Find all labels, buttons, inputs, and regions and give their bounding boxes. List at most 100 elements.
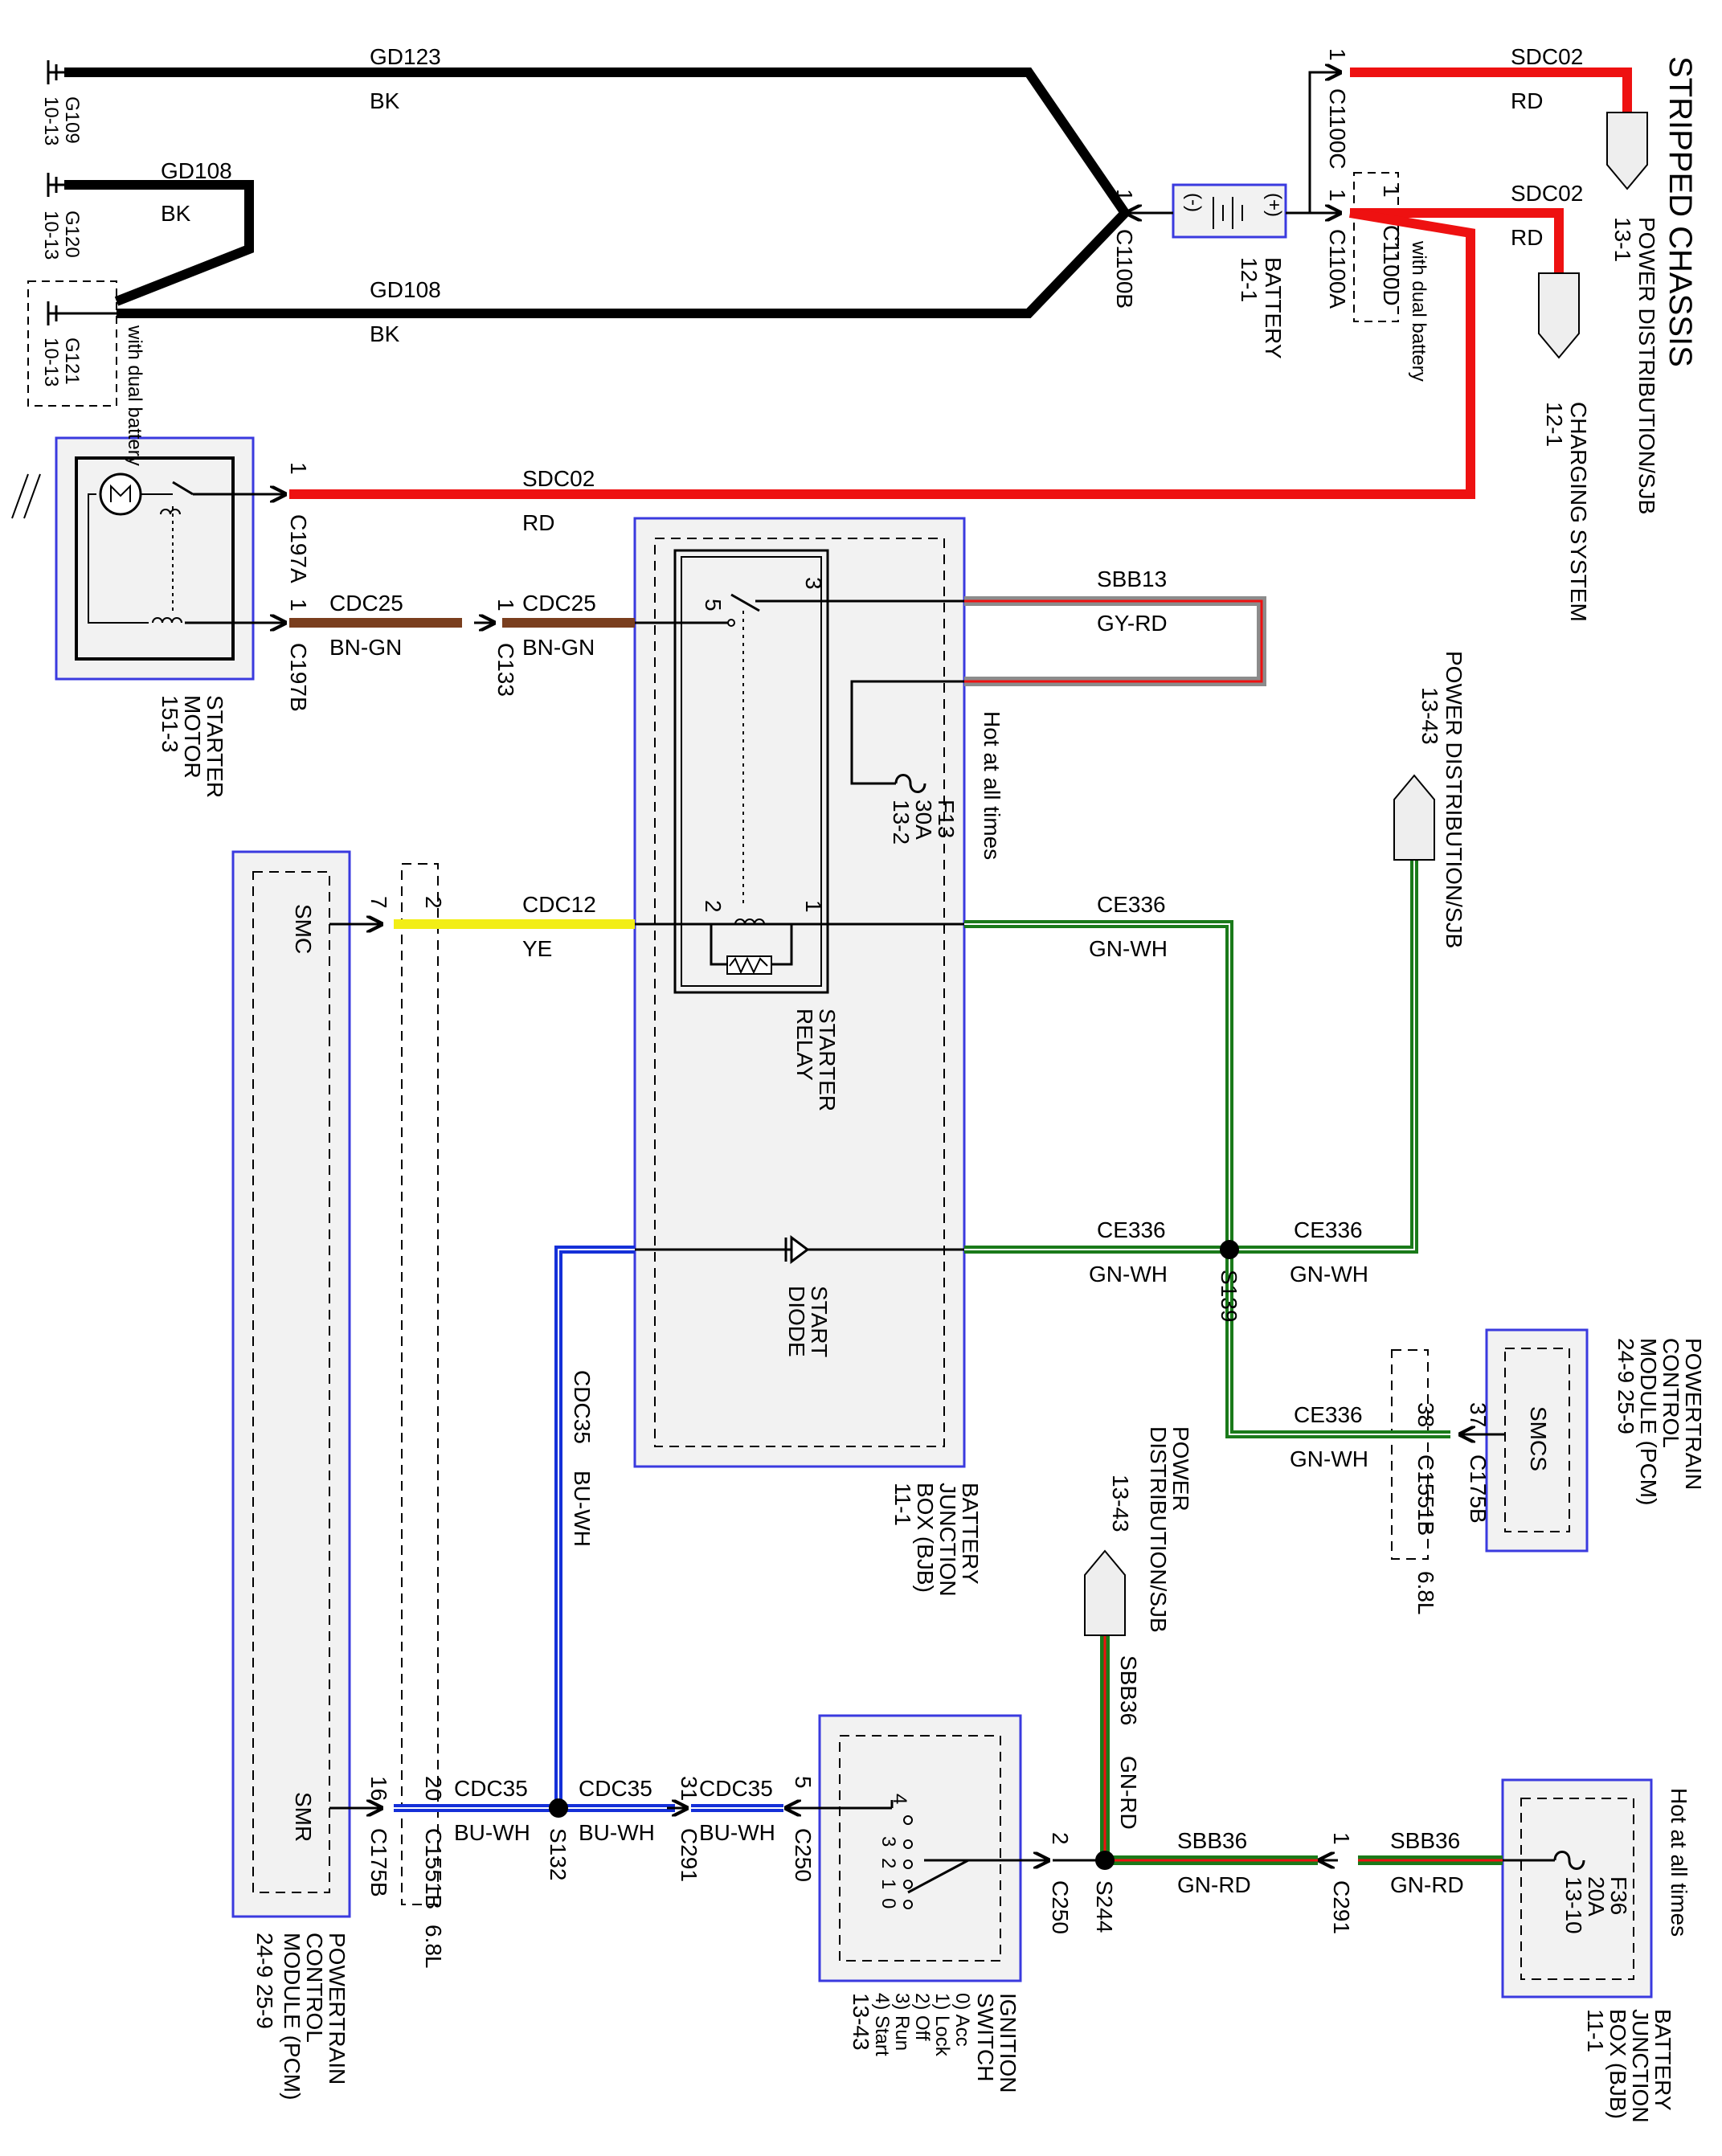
g121-dashed <box>27 280 117 407</box>
c1100b-label: C1100B <box>1112 229 1137 309</box>
ign-pos1: 1) Lock <box>931 1993 953 2057</box>
relay-resistor-zig <box>729 956 768 975</box>
wire-color-cdc35-a: BU-WH <box>454 1820 530 1845</box>
starter-motor-armature <box>99 473 142 516</box>
ign-contact-label-3: 3 <box>877 1836 899 1847</box>
wire-label-sbb36-b: SBB36 <box>1390 1828 1460 1853</box>
g120-label: G120 <box>61 211 83 258</box>
relay-pin-3: 3 <box>801 577 826 590</box>
wire-label-ce336-c: CE336 <box>1294 1217 1363 1242</box>
c291-left-label: C291 <box>677 1828 701 1882</box>
ign-contact-2 <box>903 1859 913 1869</box>
relay-pin-2: 2 <box>701 900 726 913</box>
pd-sjb-43b-page: 13-43 <box>1108 1475 1133 1532</box>
c197a-pin: 1 <box>286 462 311 475</box>
pd-sjb-13-1-icon <box>1606 112 1648 190</box>
wire-color-cdc35-vert: BU-WH <box>570 1471 595 1547</box>
bjb-page: 11-1 <box>890 1483 915 1526</box>
g121-note: with dual battery <box>124 325 145 466</box>
pcm-smcs-label: SMCS <box>1526 1406 1551 1471</box>
fuse-f13-symbol <box>894 774 926 793</box>
wire-color-gd123: BK <box>370 88 400 113</box>
wire-label-cdc25-b: CDC25 <box>522 591 596 616</box>
starter-field-coil <box>160 509 181 515</box>
splice-s244 <box>1095 1851 1115 1870</box>
pcm-right-inner <box>1504 1348 1570 1532</box>
wire-ce336-top <box>964 920 1233 1250</box>
c1551b-pin-2: 2 <box>421 896 446 909</box>
wire-color-gd108-b: BK <box>370 321 400 346</box>
charging-system-icon <box>1538 272 1580 359</box>
starter-motor-box <box>55 436 255 681</box>
bjb2-page: 11-1 <box>1583 2009 1608 2052</box>
starter-motor-inner <box>75 456 235 661</box>
pcm-left-box <box>231 850 351 1918</box>
fuse-f13-rating: 30A <box>911 800 936 840</box>
wire-color-cdc35-b: BU-WH <box>579 1820 655 1845</box>
fuse-f36-symbol <box>1553 1851 1585 1870</box>
pcm-smr-label: SMR <box>291 1792 316 1842</box>
pd-sjb-13-43a-icon <box>1393 774 1435 861</box>
bjb-name2: JUNCTION <box>935 1483 960 1597</box>
c175b-right-label: C175B <box>1466 1454 1491 1524</box>
c291-left-pin: 31 <box>677 1776 701 1801</box>
starter-motor-m <box>110 484 131 502</box>
wire-color-cdc25-b: BN-GN <box>522 635 595 660</box>
wire-sdc02-charging <box>1350 208 1564 273</box>
pcm-left-name1: POWERTRAIN <box>325 1933 350 2084</box>
wire-color-cdc35-c: BU-WH <box>699 1820 775 1845</box>
c1551b-left-label: C1551B <box>421 1828 446 1909</box>
ign-lever <box>907 1859 969 1894</box>
pcm-pin-7: 7 <box>366 896 391 909</box>
wire-color-sbb36-b: GN-RD <box>1390 1872 1464 1897</box>
wire-label-cdc12: CDC12 <box>522 892 596 917</box>
pcm-right-name1: POWERTRAIN <box>1681 1338 1706 1490</box>
pd-sjb-13-1-name: POWER DISTRIBUTION/SJB <box>1634 217 1659 514</box>
battery-page: 12-1 <box>1237 257 1262 302</box>
battery-box <box>1172 183 1287 239</box>
g121-label: G121 <box>61 338 83 385</box>
engine-right: 6.8L <box>1413 1571 1438 1615</box>
ign-contact-label-4: 4 <box>889 1794 910 1804</box>
dual-battery-note: with dual battery <box>1408 240 1430 382</box>
pcm-right-name2: CONTROL <box>1659 1338 1683 1448</box>
battery-neg: (-) <box>1183 193 1205 212</box>
starter-motor-page: 151-3 <box>157 695 182 753</box>
wire-ce336-diode-stripe <box>964 860 1415 1250</box>
wire-sbb13-stripe <box>964 599 1263 683</box>
pcm-right-pages: 24-9 25-9 <box>1614 1338 1638 1434</box>
engine-left: 6.8L <box>421 1925 446 1969</box>
hot-at-all-times-2: Hot at all times <box>1667 1788 1691 1937</box>
pd-sjb-13-43b-icon <box>1084 1549 1126 1636</box>
wire-color-sbb36-vert: GN-RD <box>1116 1756 1141 1830</box>
c197b-pin: 1 <box>286 599 311 612</box>
c1551b-left-dashed <box>401 863 439 1905</box>
wire-color-cdc25-a: BN-GN <box>329 635 402 660</box>
ign-name2: SWITCH <box>973 1993 998 2081</box>
wire-color-sbb13: GY-RD <box>1097 611 1168 636</box>
battery-icon <box>1213 197 1243 229</box>
ign-name1: IGNITION <box>996 1993 1021 2093</box>
c1551b-right-dashed <box>1391 1349 1429 1560</box>
c1100c-label: C1100C <box>1325 88 1350 170</box>
c1100b-pin: 1 <box>1112 189 1137 202</box>
ign-pos4: 4) Start <box>871 1993 893 2056</box>
battery-pos: (+) <box>1263 193 1285 217</box>
hot-at-all-times-1: Hot at all times <box>980 711 1004 860</box>
c1551b-pin-20: 20 <box>421 1776 446 1801</box>
wire-color-sdc02-a: RD <box>1511 88 1543 113</box>
wire-color-sdc02-c: RD <box>522 510 554 535</box>
wire-label-sdc02-a: SDC02 <box>1511 44 1583 69</box>
wire-label-cdc35-b: CDC35 <box>579 1776 652 1801</box>
bjb2-box <box>1501 1778 1653 1998</box>
wire-color-ce336-b: GN-WH <box>1089 1262 1168 1287</box>
fuse-f13-page: 13-2 <box>889 800 914 845</box>
c1100d-pin: 1 <box>1379 185 1404 198</box>
starter-motor-name2: MOTOR <box>180 695 205 779</box>
starter-relay-inner <box>681 556 822 987</box>
ign-contact-3 <box>903 1839 913 1849</box>
fuse-f36-rating: 20A <box>1584 1876 1609 1917</box>
wire-label-sdc02-b: SDC02 <box>1511 181 1583 206</box>
wire-ce336-pcm-stripe <box>1229 1250 1450 1435</box>
fuse-f13-name: F13 <box>934 800 959 838</box>
